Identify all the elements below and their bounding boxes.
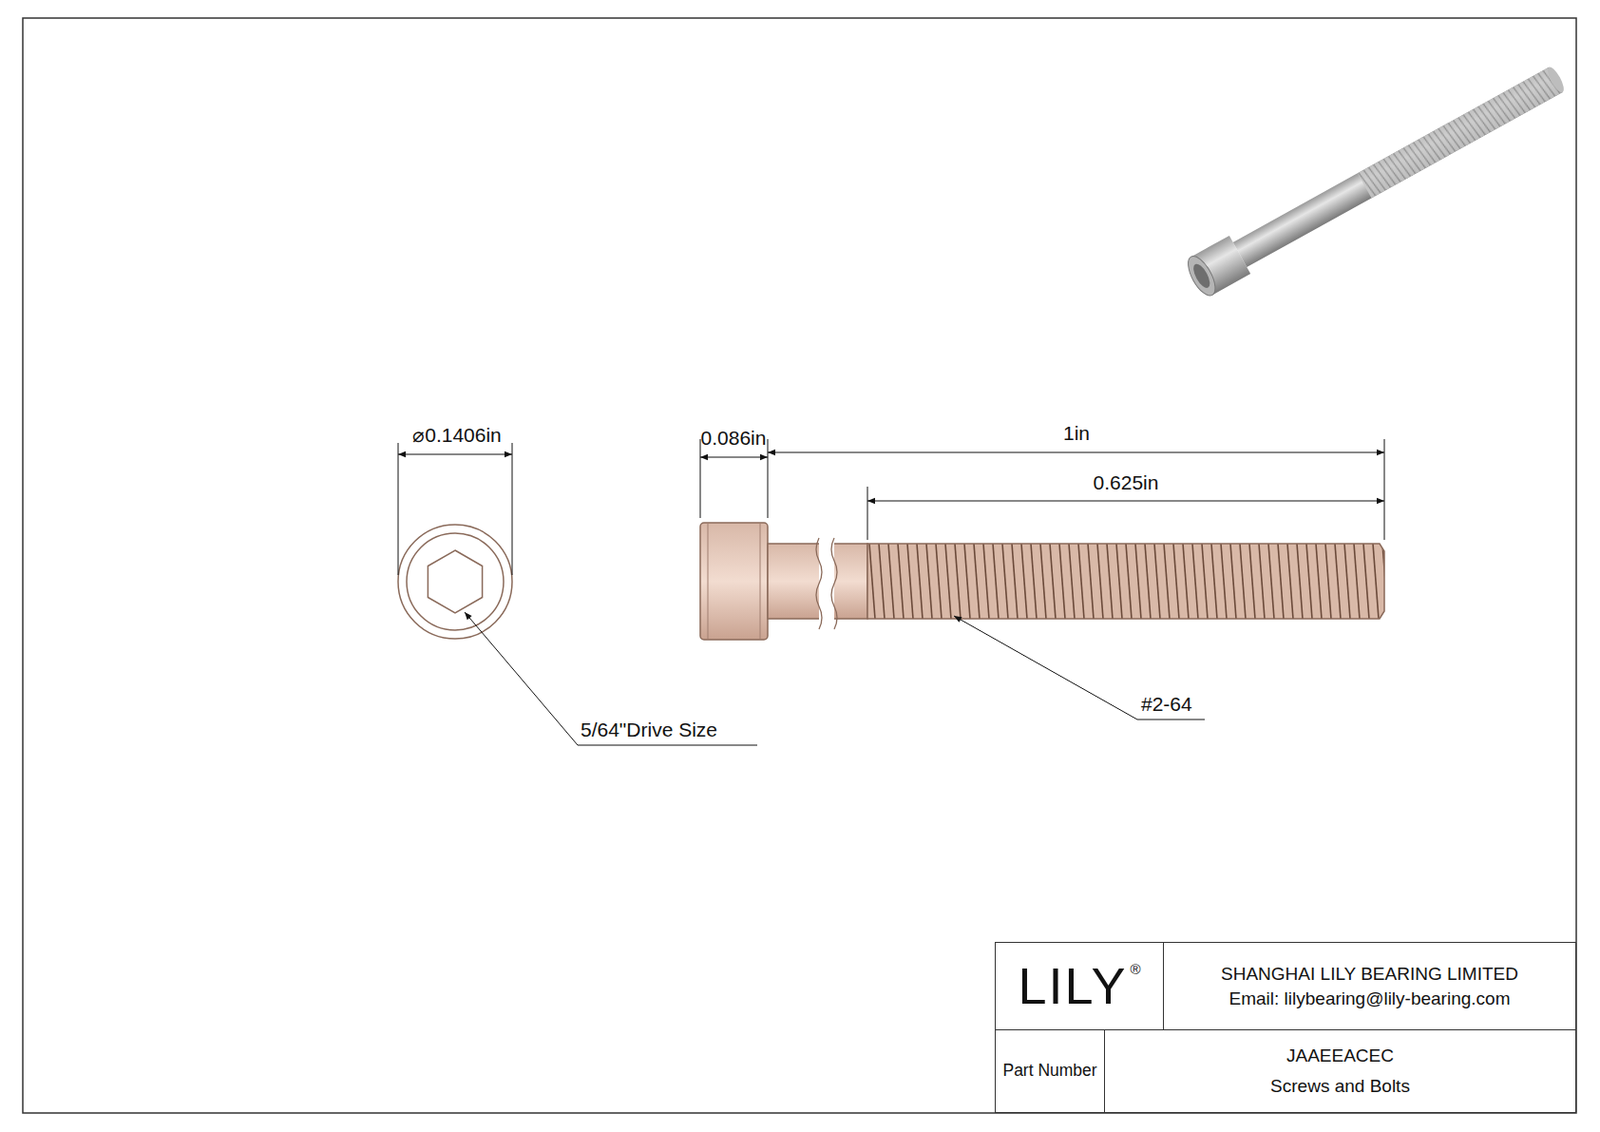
registered-mark: ®: [1130, 961, 1142, 976]
company-cell: SHANGHAI LILY BEARING LIMITEDEmail: lily…: [1162, 941, 1577, 1030]
brand-name: LILY: [1017, 959, 1127, 1011]
part-number-label-cell: Part Number: [994, 1028, 1105, 1113]
drive-size-note: 5/64"Drive Size: [580, 718, 718, 741]
dimension-thread-length: 0.625in: [1093, 471, 1160, 494]
title-text: Part Number: [1002, 1059, 1097, 1083]
title-text: Email: lilybearing@lily-bearing.com: [1229, 986, 1511, 1011]
brand-logo-cell: LILY®: [994, 941, 1164, 1030]
dimension-length: 1in: [1063, 421, 1090, 444]
title-text: SHANGHAI LILY BEARING LIMITED: [1220, 961, 1519, 987]
dimension-head-height: 0.086in: [701, 426, 767, 449]
part-number-cell: JAAEEACEC Screws and Bolts: [1104, 1028, 1577, 1113]
title-text: JAAEEACEC: [1286, 1043, 1394, 1068]
dimension-diameter: ⌀0.1406in: [412, 423, 502, 446]
thread-callout: #2-64: [1141, 692, 1193, 715]
title-text: Screws and Bolts: [1270, 1073, 1410, 1099]
